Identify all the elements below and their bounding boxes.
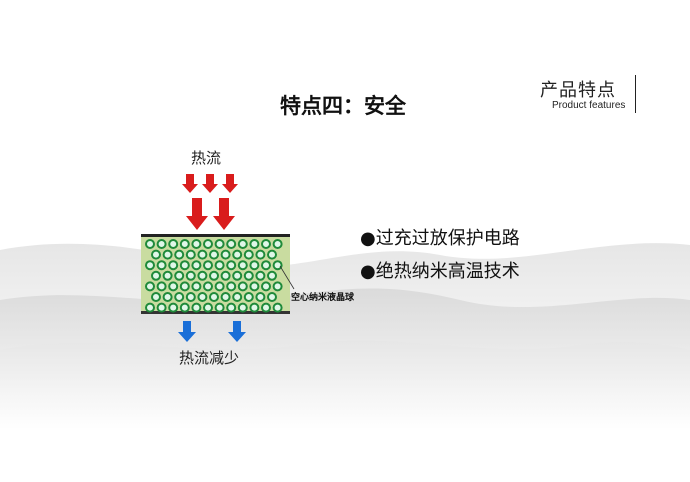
nano-sphere: [185, 270, 196, 281]
nano-sphere: [168, 281, 179, 292]
nano-sphere: [174, 270, 185, 281]
hot-arrow-icon: [182, 174, 238, 230]
nano-sphere: [162, 270, 173, 281]
nano-sphere: [174, 292, 185, 302]
nano-sphere: [197, 292, 208, 302]
nano-sphere: [249, 239, 260, 249]
heat-out-label: 热流减少: [179, 349, 240, 367]
nano-sphere: [261, 281, 271, 292]
nano-sphere: [255, 270, 266, 281]
nano-sphere: [185, 249, 196, 260]
nano-sphere: [168, 260, 179, 271]
nano-sphere: [156, 239, 167, 249]
nano-sphere: [145, 260, 155, 271]
nano-sphere: [237, 239, 248, 249]
header-divider: [635, 75, 636, 113]
nano-sphere: [226, 260, 237, 271]
nano-sphere: [203, 302, 213, 313]
nano-sphere: [261, 260, 271, 271]
nano-sphere: [243, 292, 254, 302]
nano-sphere: [226, 239, 237, 249]
nano-sphere: [151, 270, 161, 281]
nano-sphere: [156, 281, 167, 292]
nano-sphere: [255, 292, 266, 302]
nano-sphere: [226, 281, 237, 292]
nano-sphere: [255, 249, 266, 260]
nano-sphere: [272, 239, 283, 249]
nano-sphere: [203, 260, 213, 271]
nano-sphere: [203, 281, 213, 292]
nano-sphere: [156, 260, 167, 271]
nano-sphere: [237, 260, 248, 271]
nano-sphere: [162, 292, 173, 302]
nano-sphere: [179, 302, 190, 313]
nano-sphere: [191, 281, 202, 292]
nano-sphere: [249, 302, 260, 313]
nano-sphere: [203, 239, 213, 249]
bottom-plate: [141, 311, 290, 314]
nano-sphere: [237, 281, 248, 292]
nano-sphere: [267, 292, 277, 302]
nano-sphere: [214, 302, 225, 313]
nano-sphere: [145, 302, 155, 313]
nano-sphere: [272, 260, 283, 271]
nano-sphere: [249, 260, 260, 271]
nano-sphere: [145, 239, 155, 249]
nano-sphere: [185, 292, 196, 302]
bullet-item: ●过充过放保护电路: [360, 228, 520, 249]
nano-sphere: [232, 292, 243, 302]
nano-sphere: [168, 239, 179, 249]
nano-sphere: [272, 302, 283, 313]
section-title-cn: 产品特点: [540, 80, 616, 101]
cool-arrow-icon: [178, 321, 246, 342]
nano-sphere: [162, 249, 173, 260]
nano-sphere: [145, 281, 155, 292]
nano-sphere: [191, 260, 202, 271]
nano-sphere: [197, 270, 208, 281]
nano-sphere: [214, 239, 225, 249]
nano-sphere: [220, 270, 231, 281]
heat-in-label: 热流: [191, 149, 222, 167]
page-title: 特点四：安全: [280, 94, 406, 118]
nano-sphere: [191, 239, 202, 249]
nano-sphere: [174, 249, 185, 260]
nano-sphere: [209, 292, 219, 302]
top-plate: [141, 234, 290, 237]
nano-sphere: [156, 302, 167, 313]
leader-line: [279, 265, 295, 290]
nano-sphere: [232, 270, 243, 281]
nano-sphere: [220, 292, 231, 302]
nano-sphere: [226, 302, 237, 313]
nano-sphere: [214, 281, 225, 292]
nano-sphere: [267, 249, 277, 260]
nano-sphere: [232, 249, 243, 260]
nano-sphere: [243, 270, 254, 281]
nano-sphere: [179, 260, 190, 271]
nano-sphere: [197, 249, 208, 260]
nano-sphere: [220, 249, 231, 260]
nano-sphere: [168, 302, 179, 313]
nano-sphere: [249, 281, 260, 292]
nano-sphere: [151, 249, 161, 260]
nano-sphere: [261, 302, 271, 313]
nano-sphere: [209, 270, 219, 281]
nano-sphere: [267, 270, 277, 281]
nano-sphere: [243, 249, 254, 260]
section-title-en: Product features: [552, 100, 626, 111]
nano-sphere: [179, 281, 190, 292]
nano-sphere: [209, 249, 219, 260]
nano-sphere: [214, 260, 225, 271]
nano-sphere: [191, 302, 202, 313]
nano-sphere: [261, 239, 271, 249]
nano-sphere: [272, 281, 283, 292]
nano-sphere: [151, 292, 161, 302]
sphere-label: 空心纳米液晶球: [291, 293, 355, 303]
nano-sphere: [237, 302, 248, 313]
nano-sphere: [179, 239, 190, 249]
bullet-item: ●绝热纳米高温技术: [360, 261, 520, 282]
